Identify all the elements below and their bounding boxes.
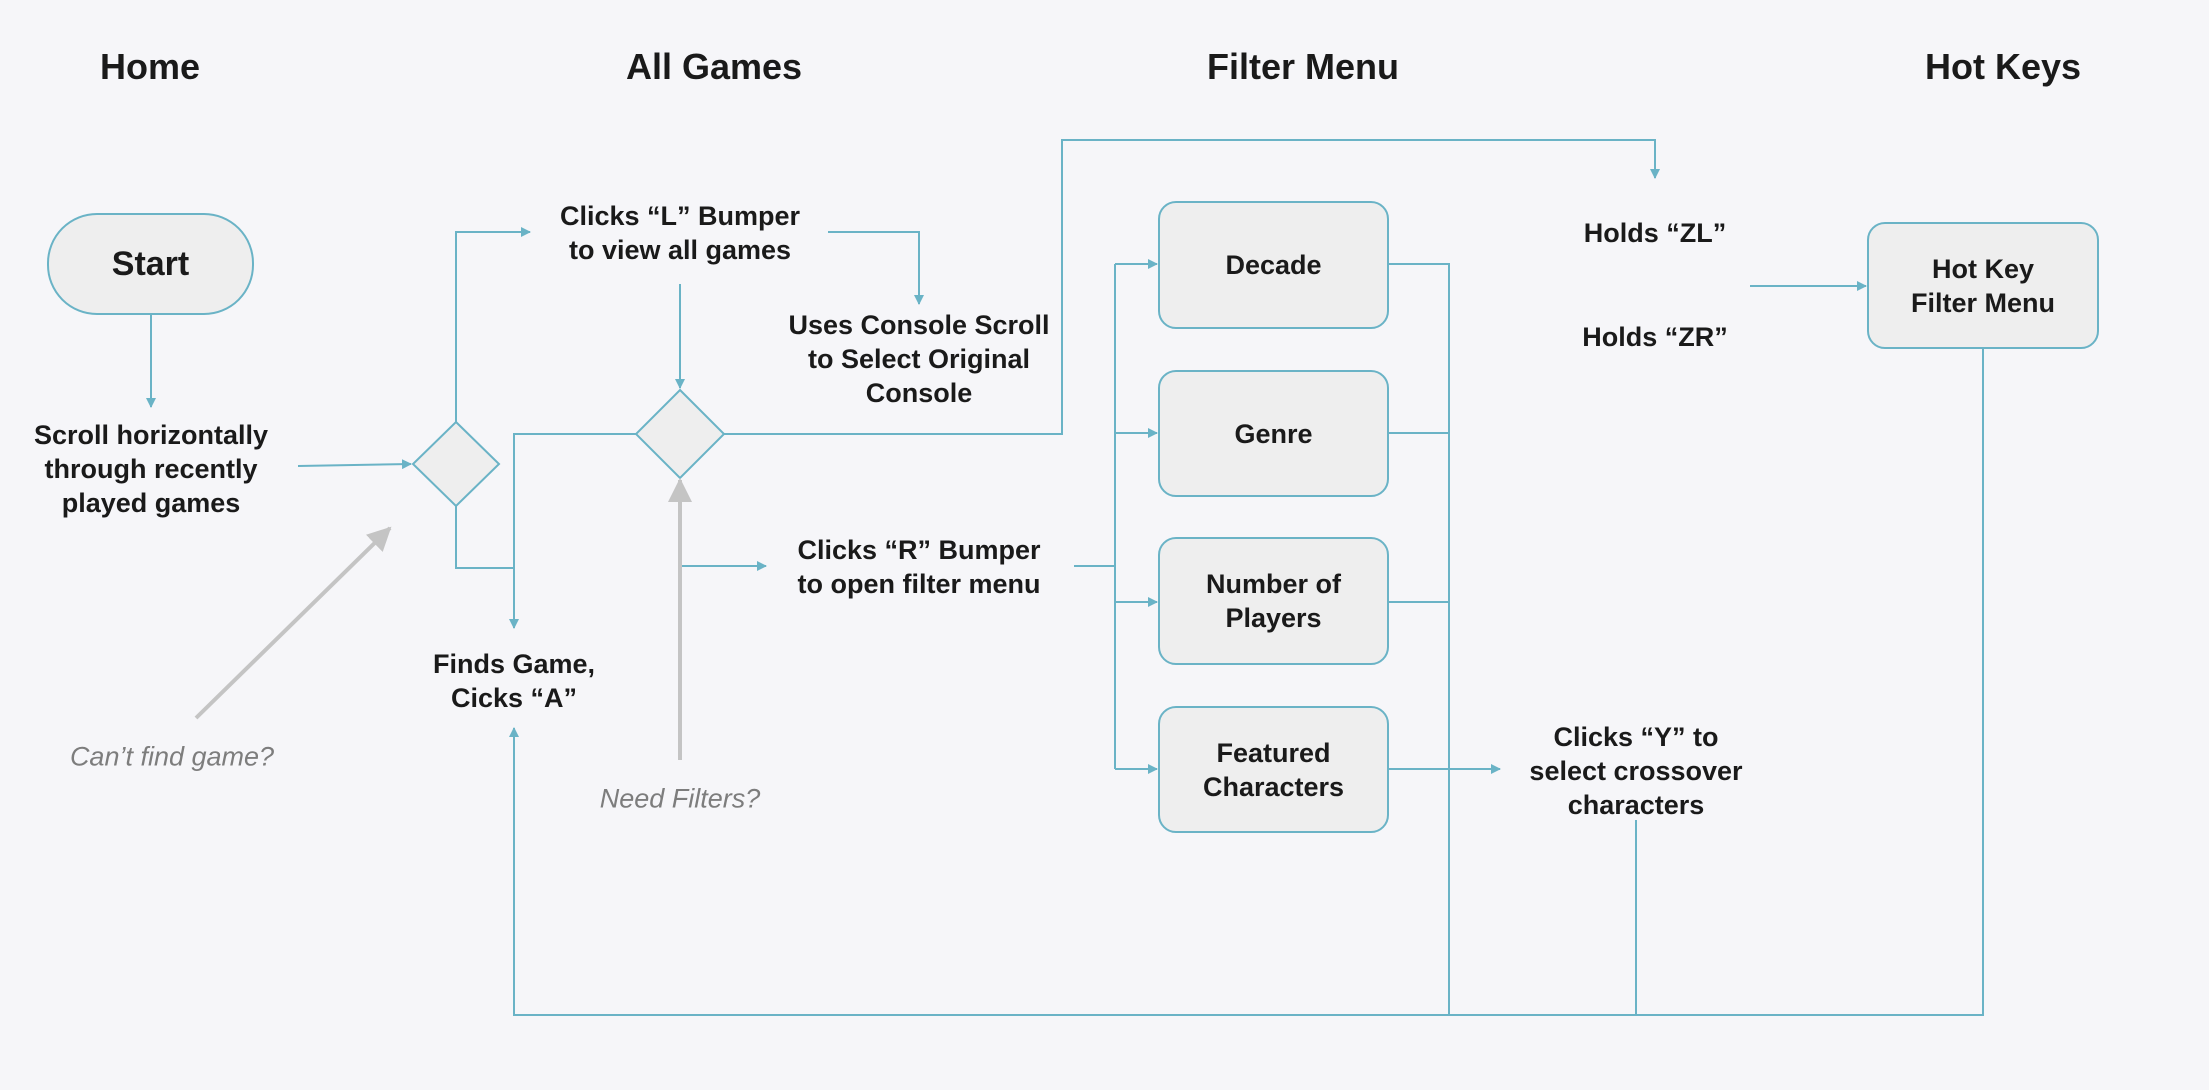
hint-arrow-cant-find bbox=[194, 526, 392, 720]
step-console-line-2: to Select Original bbox=[807, 344, 1031, 374]
step-click-l-line-2: to view all games bbox=[568, 235, 792, 265]
hotkey-menu-line-1: Hot Key bbox=[1931, 253, 2034, 284]
filter-genre-box: Genre bbox=[1158, 370, 1389, 497]
step-click-y-line-2: select crossover bbox=[1529, 756, 1743, 786]
connector-diamond2-findsgame bbox=[513, 433, 638, 568]
step-click-r-line-2: to open filter menu bbox=[797, 569, 1041, 599]
step-holds-zl: Holds “ZL” bbox=[1583, 218, 1727, 248]
step-scroll-line-2: through recently bbox=[44, 454, 258, 484]
filter-players-line-2: Players bbox=[1225, 603, 1322, 633]
decision-diamond-2 bbox=[634, 388, 726, 480]
step-finds-game: Finds Game, Cicks “A” bbox=[433, 647, 595, 715]
step-scroll-line-1: Scroll horizontally bbox=[33, 420, 269, 450]
hotkey-menu-line-2: Filter Menu bbox=[1910, 287, 2055, 318]
step-finds-line-2: Cicks “A” bbox=[450, 683, 578, 713]
step-console-line-1: Uses Console Scroll bbox=[788, 310, 1050, 340]
connector-diamond2-holdszl bbox=[724, 139, 1660, 435]
start-node: Start bbox=[47, 213, 254, 315]
step-click-y: Clicks “Y” to select crossover character… bbox=[1529, 720, 1742, 822]
filter-players-line-1: Number of bbox=[1206, 569, 1341, 599]
decision-diamond-1 bbox=[411, 420, 501, 508]
hotkey-filter-menu-box: Hot Key Filter Menu bbox=[1867, 222, 2099, 349]
connector-scroll-diamond1 bbox=[297, 459, 412, 470]
filter-decade-label: Decade bbox=[1225, 250, 1322, 280]
column-title-home: Home bbox=[99, 46, 201, 87]
connector-hotkey-return bbox=[509, 349, 1984, 1016]
step-scroll-recent: Scroll horizontally through recently pla… bbox=[34, 418, 268, 520]
start-label: Start bbox=[111, 245, 190, 283]
connector-decade-return bbox=[1389, 263, 1450, 1015]
step-click-r-bumper: Clicks “R” Bumper to open filter menu bbox=[797, 533, 1040, 601]
step-finds-line-1: Finds Game, bbox=[432, 649, 596, 679]
connector-diamond1-clickl bbox=[455, 227, 531, 422]
step-scroll-line-3: played games bbox=[61, 488, 241, 518]
step-click-l-line-1: Clicks “L” Bumper bbox=[559, 201, 801, 231]
note-cant-find-game: Can’t find game? bbox=[69, 741, 275, 772]
column-title-filter-menu: Filter Menu bbox=[1206, 46, 1400, 87]
filter-genre-label: Genre bbox=[1234, 418, 1313, 449]
filter-players-box: Number of Players bbox=[1158, 537, 1389, 665]
step-holds-zr: Holds “ZR” bbox=[1582, 322, 1728, 352]
step-console-scroll: Uses Console Scroll to Select Original C… bbox=[788, 308, 1049, 410]
filter-decade-box: Decade bbox=[1158, 201, 1389, 329]
step-console-line-3: Console bbox=[865, 378, 973, 408]
column-title-all-games: All Games bbox=[625, 46, 803, 87]
filter-characters-line-1: Featured bbox=[1216, 737, 1331, 768]
column-title-hot-keys: Hot Keys bbox=[1924, 46, 2082, 87]
connector-diamond1-findsgame bbox=[455, 506, 519, 629]
step-click-l-bumper: Clicks “L” Bumper to view all games bbox=[560, 199, 800, 267]
step-click-y-line-1: Clicks “Y” to bbox=[1553, 722, 1719, 752]
step-click-r-line-1: Clicks “R” Bumper bbox=[797, 535, 1041, 565]
connector-clickl-console bbox=[828, 231, 924, 305]
note-need-filters: Need Filters? bbox=[599, 783, 761, 814]
filter-characters-box: Featured Characters bbox=[1158, 706, 1389, 833]
filter-characters-line-2: Characters bbox=[1202, 771, 1345, 802]
step-click-y-line-3: characters bbox=[1567, 790, 1705, 820]
